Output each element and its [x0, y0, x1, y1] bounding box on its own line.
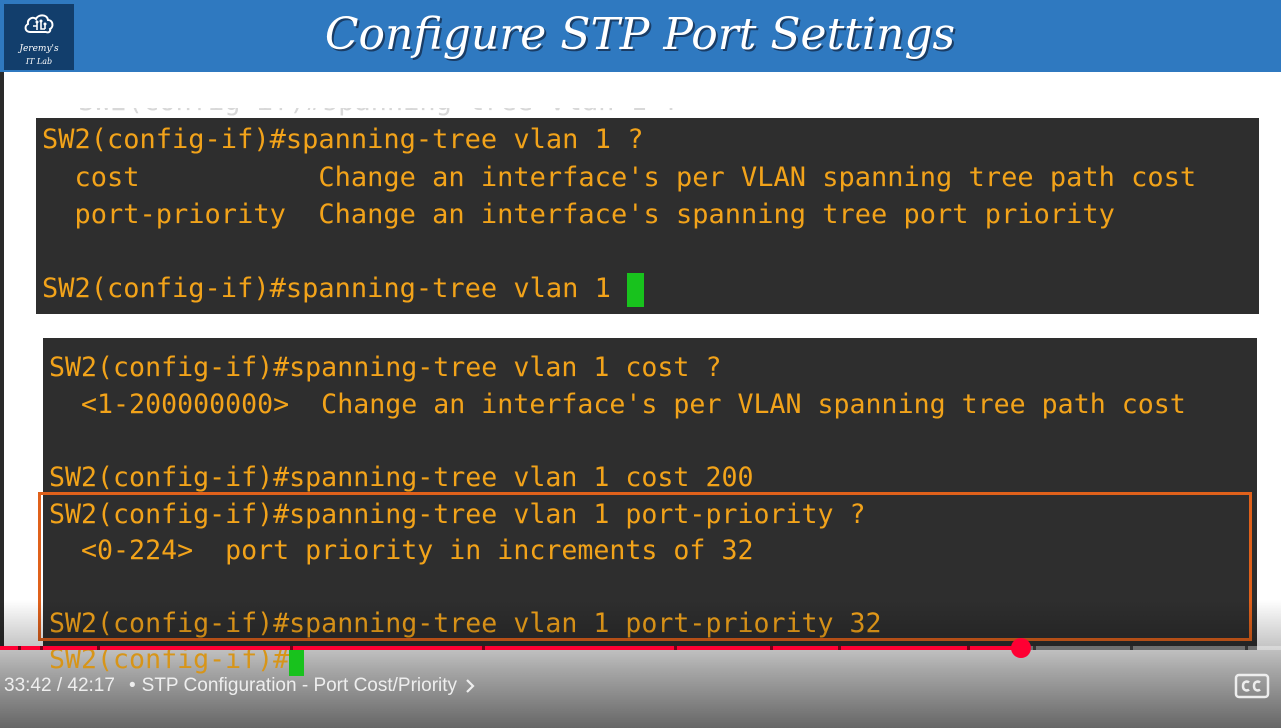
- chapter-marker: [674, 646, 677, 650]
- terminal-line: <0-224> port priority in increments of 3…: [49, 535, 754, 566]
- slide-title: Configure STP Port Settings: [324, 9, 956, 60]
- chapter-marker: [1245, 646, 1248, 650]
- chapter-marker: [97, 646, 100, 650]
- terminal-line: SW2(config-if)#spanning-tree vlan 1 port…: [49, 499, 866, 530]
- current-time: 33:42: [4, 675, 52, 696]
- terminal-line: cost Change an interface's per VLAN span…: [42, 162, 1197, 193]
- time-separator: /: [51, 675, 68, 696]
- terminal-cursor: [627, 272, 645, 307]
- chapter-marker: [290, 646, 293, 650]
- chapter-marker: [482, 646, 485, 650]
- terminal-line: <1-200000000> Change an interface's per …: [49, 389, 1186, 420]
- chapter-marker: [18, 646, 21, 650]
- time-display: 33:42 / 42:17: [4, 674, 115, 698]
- chapter-marker: [770, 646, 773, 650]
- progress-scrubber-handle[interactable]: [1010, 638, 1031, 658]
- terminal-prompt-line: SW2(config-if)#spanning-tree vlan 1: [42, 272, 645, 307]
- closed-captions-icon: [1234, 673, 1270, 699]
- channel-logo: Jeremy's IT Lab: [4, 4, 74, 70]
- slide-title-bar: Jeremy's IT Lab Configure STP Port Setti…: [0, 0, 1281, 72]
- terminal-line: SW2(config-if)#spanning-tree vlan 1 cost…: [49, 352, 722, 383]
- terminal-line: SW2(config-if)#spanning-tree vlan 1 cost…: [49, 462, 754, 493]
- logo-text-line1: Jeremy's: [19, 44, 59, 54]
- video-progress-bar[interactable]: [0, 646, 1281, 650]
- chapter-marker: [1033, 646, 1036, 650]
- video-left-edge: [0, 72, 4, 648]
- chapter-marker: [40, 646, 43, 650]
- duration: 42:17: [67, 675, 115, 696]
- chapter-marker: [838, 646, 841, 650]
- chapter-title: STP Configuration - Port Cost/Priority: [141, 675, 458, 696]
- terminal-cursor: [289, 645, 305, 676]
- logo-text-line2: IT Lab: [25, 57, 53, 66]
- chapter-marker: [1130, 646, 1133, 650]
- terminal-screenshot-top: SW2(config-if)#spanning-tree vlan 1 ? co…: [36, 118, 1259, 314]
- terminal-line: SW2(config-if)#spanning-tree vlan 1 ?: [42, 124, 644, 155]
- cloud-circuit-icon: [24, 14, 54, 34]
- chapter-marker: [967, 646, 970, 650]
- chapter-bullet: •: [129, 675, 136, 696]
- highlight-box: [38, 492, 1252, 641]
- closed-captions-button[interactable]: [1234, 673, 1270, 699]
- terminal-line: port-priority Change an interface's span…: [42, 199, 1115, 230]
- terminal-prompt-text: SW2(config-if)#spanning-tree vlan 1: [42, 273, 628, 304]
- video-progress-played: [0, 646, 1021, 650]
- chevron-right-icon: [466, 679, 475, 693]
- partial-line-text: SW2(config-if)#spanning-tree vlan 1 ?: [78, 108, 679, 117]
- terminal-partial-previous-line: SW2(config-if)#spanning-tree vlan 1 ?: [36, 108, 1259, 118]
- chapter-title-button[interactable]: •STP Configuration - Port Cost/Priority: [129, 674, 475, 698]
